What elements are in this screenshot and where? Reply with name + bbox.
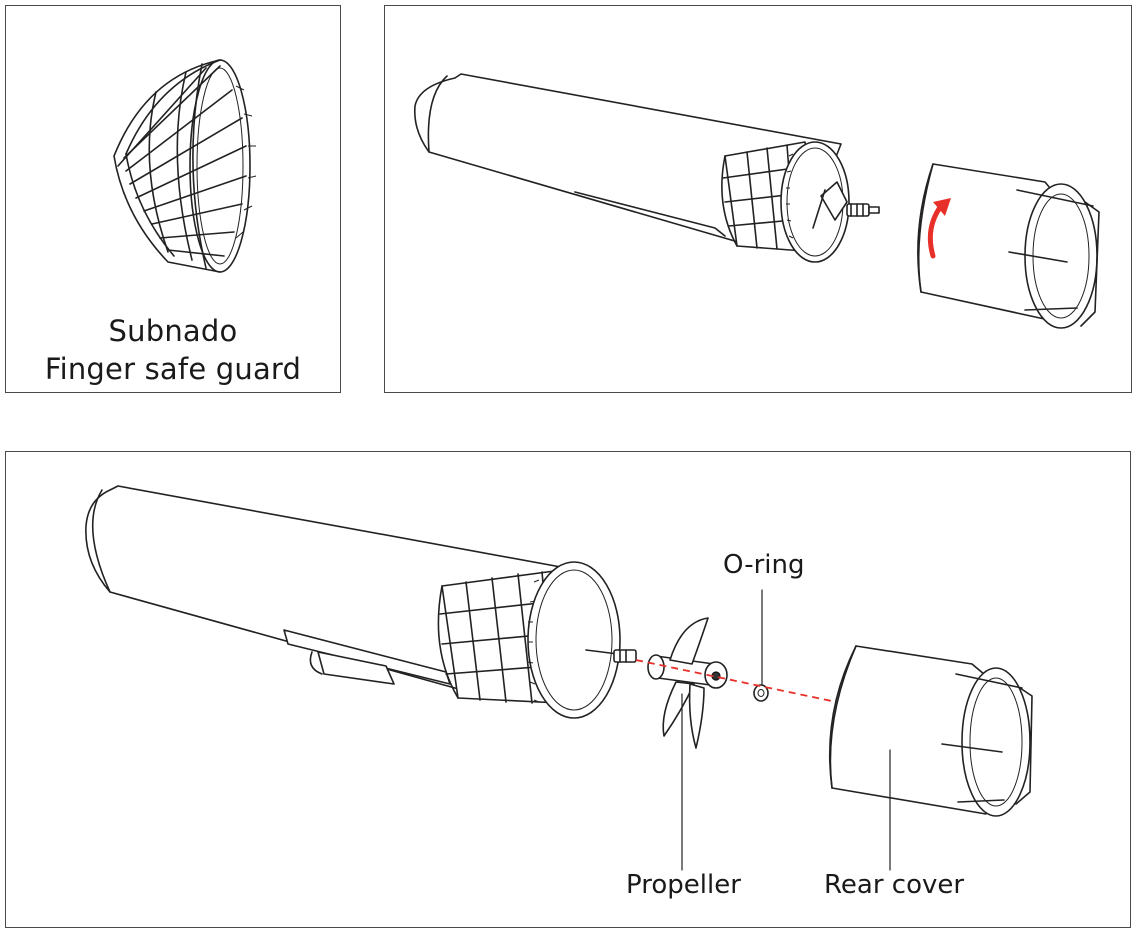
rear-cover-label: Rear cover [824,870,965,900]
oring-label: O-ring [723,550,805,580]
curved-arrow-icon [927,203,944,259]
assembly-exploded-illustration [85,485,1033,871]
guard-caption-title: Subnado [108,314,238,348]
guard-caption-subtitle: Finger safe guard [44,352,302,386]
rear-cover-removal-illustration [413,73,1100,329]
rear-cover-removal-panel [384,5,1132,393]
propeller-label: Propeller [626,870,741,900]
finger-guard-illustration [113,59,257,273]
arrow-head-icon [933,198,951,216]
assembly-exploded-panel: O-ring Propeller Rear cover [5,451,1131,928]
finger-guard-panel: Subnado Finger safe guard [5,5,341,393]
